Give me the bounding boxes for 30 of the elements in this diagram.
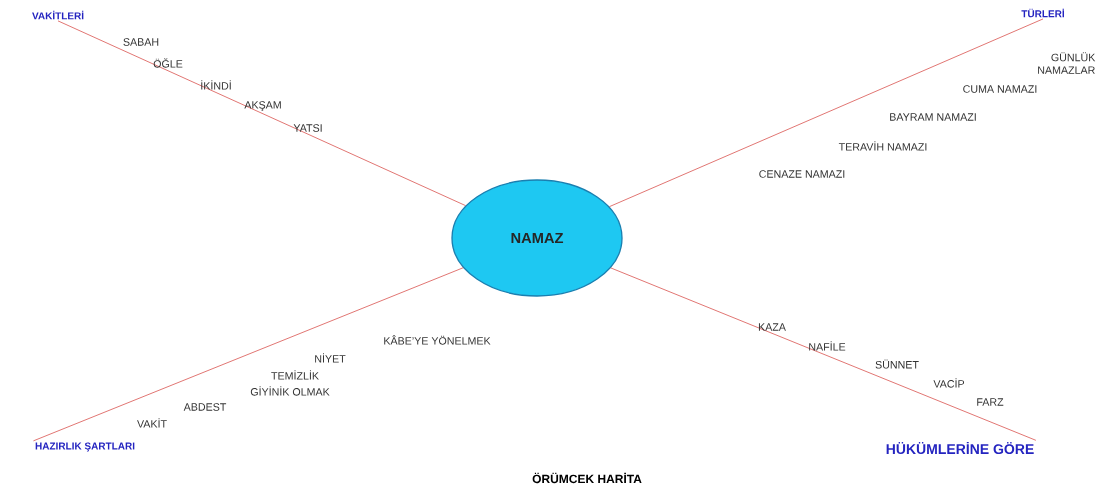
item-label: AKŞAM [244, 101, 281, 111]
connector-line [609, 18, 1044, 208]
item-label: FARZ [977, 398, 1004, 406]
branch-title: HAZIRLIK ŞARTLARI [35, 442, 135, 452]
item-label: ÖĞLE [153, 58, 183, 68]
item-label: VACİP [933, 378, 965, 388]
item-label: YATSI [293, 124, 322, 132]
branch-title: TÜRLERİ [1021, 8, 1064, 18]
item-label: VAKİT [137, 418, 167, 428]
item-label: TERAVİH NAMAZI [838, 141, 927, 151]
item-label: NAFİLE [809, 341, 846, 351]
caption: ÖRÜMCEK HARİTA [532, 472, 642, 484]
item-label: GİYİNİK OLMAK [250, 386, 330, 396]
connector-line [57, 20, 466, 206]
item-label: İKİNDİ [201, 80, 231, 90]
item-label: SABAH [123, 38, 159, 46]
item-label: KAZA [758, 323, 786, 331]
item-label: BAYRAM NAMAZI [890, 113, 976, 121]
branch-title: VAKİTLERİ [32, 10, 84, 20]
connector-line [610, 267, 1037, 441]
branch-title: HÜKÜMLERİNE GÖRE [886, 441, 1034, 455]
item-label: GÜNLÜK NAMAZLAR [1038, 52, 1096, 74]
item-label: NİYET [315, 353, 346, 363]
item-label: ABDEST [183, 403, 227, 411]
item-label: TEMİZLİK [271, 370, 319, 380]
item-label: CUMA NAMAZI [963, 85, 1037, 93]
item-label: SÜNNET [875, 359, 919, 369]
item-label: CENAZE NAMAZI [759, 170, 845, 178]
item-label: KÂBE’YE YÖNELMEK [384, 335, 491, 345]
connector-line [33, 267, 464, 442]
